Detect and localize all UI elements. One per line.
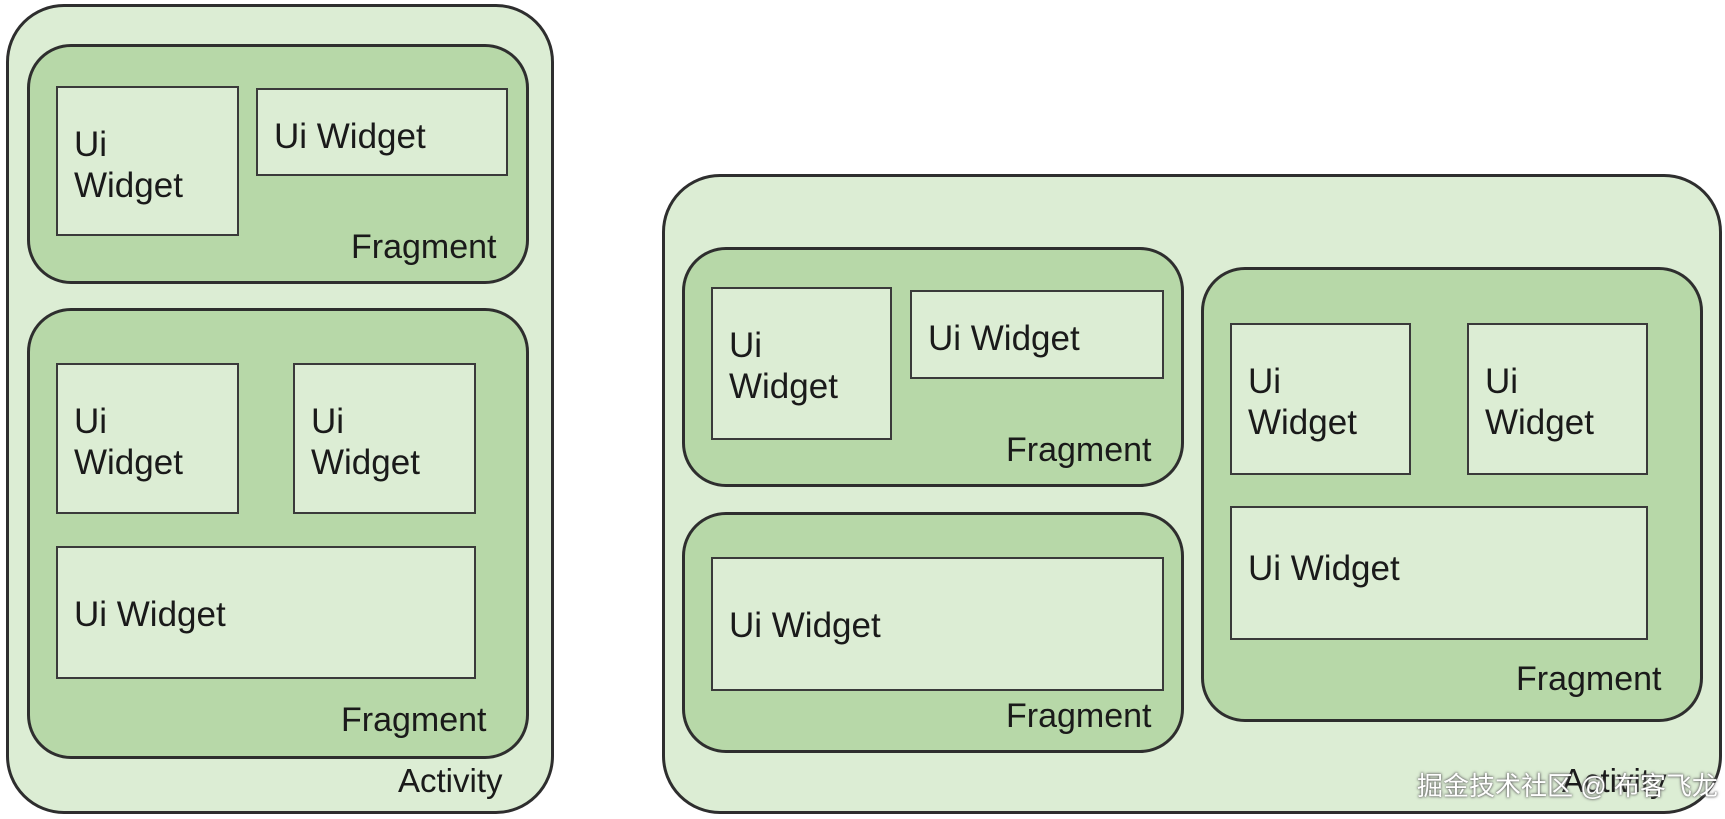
fragment-label-tablet-right: Fragment: [1516, 660, 1662, 698]
fragment-label-tablet-upper-left: Fragment: [1006, 431, 1152, 469]
ui-widget-tablet-ul-2: Ui Widget: [910, 290, 1164, 379]
fragment-label-tablet-lower-left: Fragment: [1006, 697, 1152, 735]
fragment-label-phone-bottom: Fragment: [341, 701, 487, 739]
watermark: 掘金技术社区 @ 布客飞龙: [1417, 771, 1718, 801]
fragment-label-phone-top: Fragment: [351, 228, 497, 266]
ui-widget-phone-bottom-wide: Ui Widget: [56, 546, 476, 679]
ui-widget-tablet-r-wide: Ui Widget: [1230, 506, 1648, 640]
activity-label-phone: Activity: [398, 762, 503, 799]
ui-widget-tablet-ll-wide: Ui Widget: [711, 557, 1164, 691]
activity-label-tablet: Activity: [1562, 762, 1667, 799]
ui-widget-phone-top-2: Ui Widget: [256, 88, 508, 176]
